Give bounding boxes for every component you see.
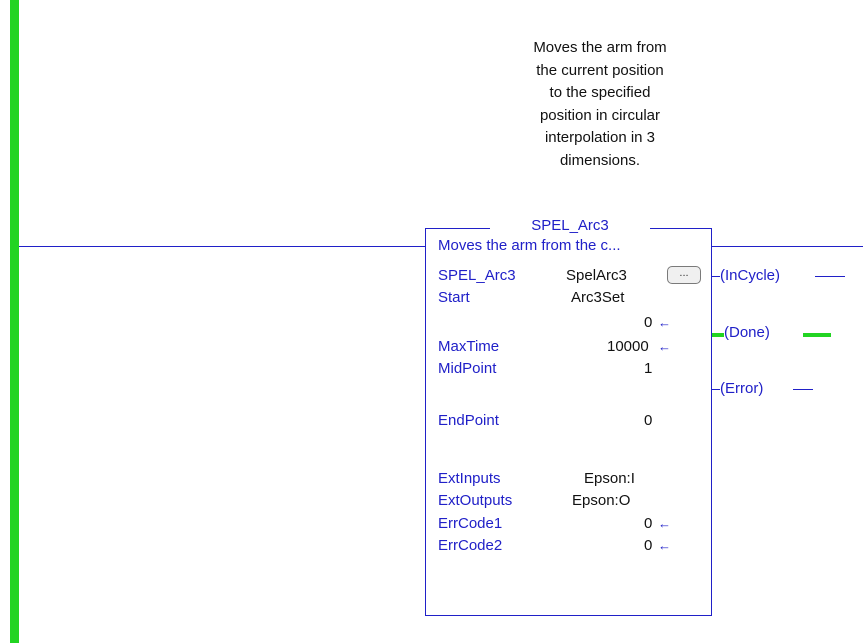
error-label: Error	[725, 380, 759, 397]
param-value-maxtime[interactable]: 10000	[607, 338, 649, 355]
output-arrow-icon: ←	[658, 516, 671, 531]
done-output-coil[interactable]: (Done)	[724, 324, 770, 341]
param-value-errcode1[interactable]: 0	[644, 515, 653, 532]
ellipsis-button[interactable]: ...	[667, 266, 701, 284]
param-label-endpoint: EndPoint	[438, 412, 499, 429]
comment-line: position in circular	[539, 106, 661, 124]
output-arrow-icon: ←	[658, 315, 671, 330]
incycle-output-coil[interactable]: (InCycle)	[720, 267, 781, 284]
param-label-midpoint: MidPoint	[438, 360, 497, 377]
comment-line: Moves the arm from	[533, 39, 667, 56]
output-arrow-icon: ←	[658, 538, 671, 553]
param-label-extinputs: ExtInputs	[438, 470, 501, 487]
param-label-maxtime: MaxTime	[438, 338, 500, 355]
param-value-errcode2[interactable]: 0	[644, 537, 653, 554]
param-value-start-sub: 0	[644, 314, 653, 331]
param-label-errcode1: ErrCode1	[438, 515, 503, 532]
rung-input-wire	[19, 246, 425, 247]
instruction-tag[interactable]: SpelArc3	[566, 267, 627, 284]
param-value-midpoint[interactable]: 1	[644, 360, 653, 377]
param-value-extinputs[interactable]: Epson:I	[584, 470, 635, 487]
param-value-extoutputs[interactable]: Epson:O	[572, 492, 631, 509]
incycle-label: InCycle	[725, 267, 776, 284]
param-label-errcode2: ErrCode2	[438, 537, 503, 554]
instruction-name: SPEL_Arc3	[438, 267, 516, 284]
block-title[interactable]: SPEL_Arc3	[490, 216, 650, 236]
done-label: Done	[729, 324, 765, 341]
left-power-rail	[10, 0, 19, 643]
param-label-extoutputs: ExtOutputs	[438, 492, 513, 509]
comment-line: to the specified	[549, 84, 651, 101]
param-label-start: Start	[438, 289, 470, 306]
comment-line: interpolation in 3	[544, 129, 656, 146]
output-arrow-icon: ←	[658, 339, 671, 354]
rung-output-wire	[712, 246, 863, 247]
comment-line: dimensions.	[559, 151, 641, 169]
param-value-endpoint[interactable]: 0	[644, 412, 653, 429]
param-value-start[interactable]: Arc3Set	[571, 289, 625, 306]
rung-comment: Moves the arm from the current position …	[470, 37, 730, 172]
comment-line: the current position	[536, 61, 664, 79]
block-description: Moves the arm from the c...	[438, 237, 621, 254]
error-output-coil[interactable]: (Error)	[720, 380, 764, 397]
